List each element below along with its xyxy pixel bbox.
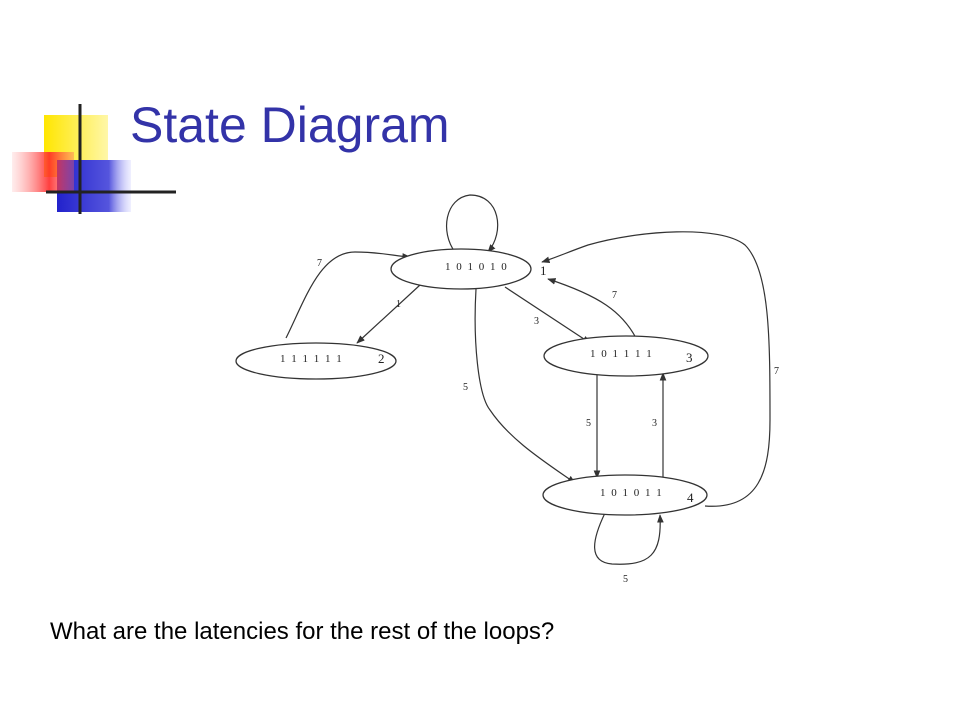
edge-3-1: [547, 278, 637, 339]
state-1-node: [390, 248, 532, 290]
edge-4-1: [541, 231, 771, 507]
state-1-vector: 1 0 1 0 1 0: [445, 261, 508, 273]
state-2-number: 2: [378, 351, 385, 366]
edge-1-2: [356, 284, 421, 344]
edge-label-1-4: 5: [463, 382, 468, 393]
edge-label-4-1: 7: [774, 366, 779, 377]
state-3-number: 3: [686, 350, 693, 365]
slide-title: State Diagram: [130, 97, 450, 153]
slide-logo-decoration: [12, 104, 176, 214]
state-2-node: [235, 342, 397, 380]
state-4-vector: 1 0 1 0 1 1: [600, 487, 663, 499]
edge-1-4: [474, 288, 576, 484]
state-4-number: 4: [687, 490, 694, 505]
edge-4-4: [594, 512, 664, 565]
state-3-vector: 1 0 1 1 1 1: [590, 348, 653, 360]
edge-2-1: [285, 251, 411, 339]
state-1-number: 1: [540, 263, 547, 278]
state-2-vector: 1 1 1 1 1 1: [280, 353, 343, 365]
edge-label-3-1: 7: [612, 290, 617, 301]
slide-caption: What are the latencies for the rest of t…: [50, 618, 555, 645]
edge-1-1: [446, 194, 499, 253]
edge-label-4-4: 5: [623, 574, 628, 585]
edge-label-1-2: 1: [396, 299, 401, 310]
edge-label-2-1: 7: [317, 258, 322, 269]
state-4-node: [542, 474, 708, 516]
edge-label-3-4: 5: [586, 418, 591, 429]
edge-label-4-3: 3: [652, 418, 657, 429]
edge-label-1-3: 3: [534, 316, 539, 327]
edge-1-3: [504, 286, 591, 344]
state-3-node: [543, 335, 709, 377]
